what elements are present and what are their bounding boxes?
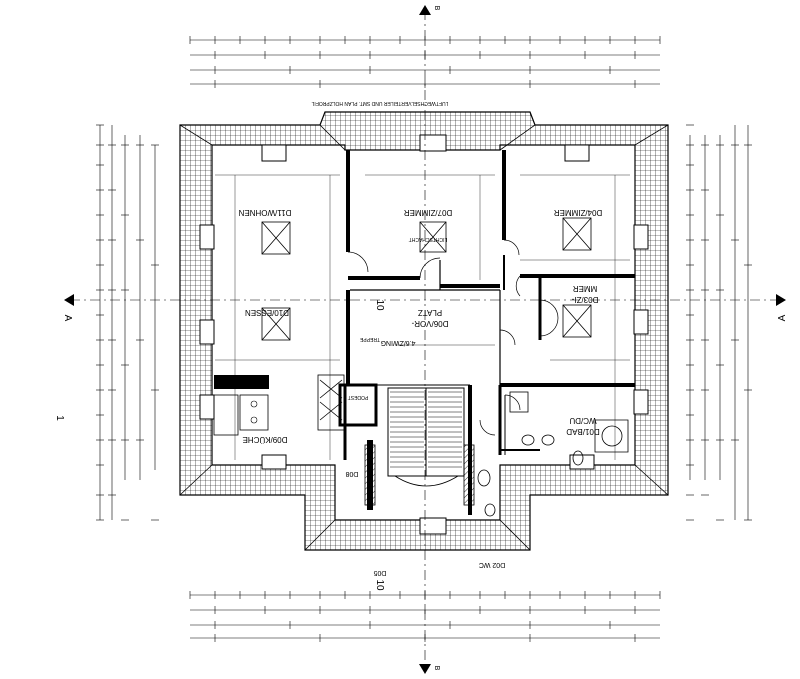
room-label-d07: D07/ZIMMER — [404, 208, 453, 217]
room-label-d06-line2: PLATZ — [418, 308, 442, 317]
room-label-d08: D08 — [345, 470, 358, 477]
room-label-d02: D02 WC — [479, 561, 505, 568]
room-label-d04: D04/ZIMMER — [554, 208, 603, 217]
bath-fixtures — [477, 391, 629, 517]
note-treppe: TREPPE — [359, 336, 380, 342]
dimension-lines-right — [686, 124, 752, 521]
section-mark-b-bottom: B — [433, 666, 440, 671]
room-label-d06-line1: D06/VOR- — [411, 319, 448, 328]
room-label-d01-line1: D01/BAD — [566, 427, 600, 436]
section-mark-a-right: A — [777, 314, 788, 321]
shaft-blocks — [317, 374, 378, 431]
room-label-d03-line1: D03/ZI- — [571, 295, 598, 304]
note-podest: PODEST — [348, 394, 369, 400]
kitchen-block — [213, 375, 269, 436]
room-label-d09: D09/KÜCHE — [243, 435, 288, 444]
dormers — [199, 134, 649, 535]
section-arrows — [64, 5, 786, 674]
interior-dimension-lines — [215, 174, 630, 460]
room-label-d11: D11/WOHNEN — [238, 208, 291, 217]
section-mark-ten-a: 10 — [374, 299, 385, 311]
section-mark-one: 1 — [54, 415, 65, 421]
room-label-d10: D10/ESSEN — [245, 308, 289, 317]
door-swings — [347, 239, 559, 436]
section-lines — [70, 10, 780, 670]
section-mark-ten-b: 10 — [374, 579, 385, 591]
note-top: LUFTWECHSELVERTEILER UND SMT. PLAN HOLZP… — [311, 100, 448, 106]
section-mark-b-top: B — [433, 6, 440, 11]
hatched-walls — [364, 444, 475, 506]
room-label-d01-line2: WC/DU — [569, 416, 596, 425]
skylights — [261, 217, 592, 341]
section-mark-a-left: A — [62, 315, 73, 322]
room-label-d03-line2: MMER — [573, 284, 598, 293]
staircase — [387, 387, 465, 487]
room-label-zwing: 4.6/ZWING — [380, 339, 415, 346]
dimension-lines-left — [96, 124, 159, 521]
room-label-d05: D05 — [373, 569, 386, 576]
note-lichtschacht: LICHTSCHACHT — [409, 236, 448, 242]
